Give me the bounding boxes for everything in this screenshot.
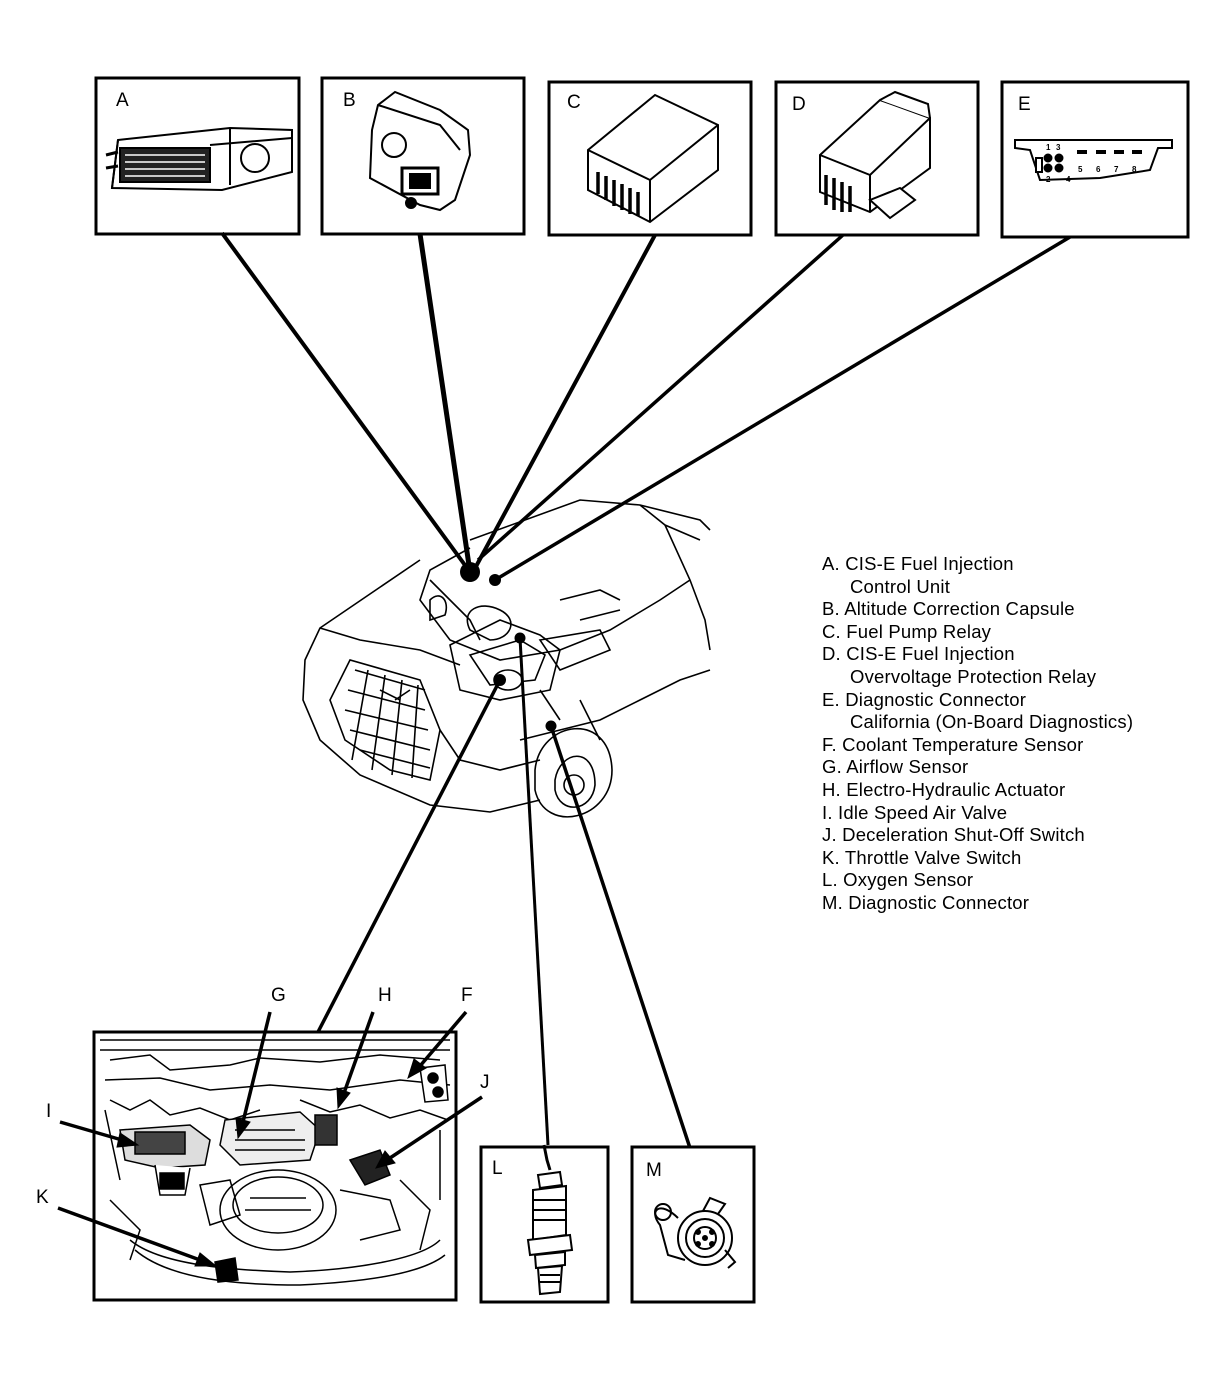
legend-a-line1: A. CIS-E Fuel Injection	[822, 553, 1014, 574]
engine-bay-box	[92, 1030, 458, 1302]
pin-8-label: 8	[1132, 165, 1137, 174]
box-m: M	[630, 1145, 756, 1304]
box-b-letter: B	[343, 90, 356, 111]
legend-g: G. Airflow Sensor	[822, 756, 969, 778]
legend-d-line2: Overvoltage Protection Relay	[850, 665, 1097, 687]
pin-2-label: 2	[1046, 175, 1051, 184]
car-illustration	[302, 499, 711, 818]
box-d-letter: D	[792, 94, 806, 115]
legend: A. CIS-E Fuel Injection Control Unit B. …	[822, 553, 1212, 915]
legend-f: F. Coolant Temperature Sensor	[822, 733, 1084, 755]
box-a-letter: A	[116, 90, 129, 111]
leader-lines-top	[220, 231, 1071, 582]
legend-k: K. Throttle Valve Switch	[822, 846, 1022, 868]
callout-h: H	[378, 985, 392, 1006]
callout-k: K	[36, 1187, 49, 1208]
diagnostic-connector-m-icon	[654, 1196, 737, 1269]
legend-i: I. Idle Speed Air Valve	[822, 801, 1008, 823]
box-e: E 1 3 5 6 7 8 2 4	[1000, 80, 1190, 239]
legend-e-line1: E. Diagnostic Connector	[822, 688, 1027, 710]
box-d: D	[774, 80, 980, 237]
callout-j: J	[480, 1072, 490, 1093]
box-l: L	[479, 1144, 610, 1304]
fuel-pump-relay-icon	[587, 93, 719, 224]
legend-a-line2: Control Unit	[850, 575, 951, 597]
box-c-letter: C	[567, 92, 581, 113]
pin-3-label: 3	[1056, 143, 1061, 152]
pin-1-label: 1	[1046, 143, 1051, 152]
legend-b: B. Altitude Correction Capsule	[822, 598, 1075, 620]
box-e-letter: E	[1018, 94, 1031, 115]
pin-7-label: 7	[1114, 165, 1119, 174]
engine-callout-arrows	[57, 1010, 483, 1267]
diagnostic-connector-e-icon	[1014, 139, 1173, 182]
legend-j: J. Deceleration Shut-Off Switch	[822, 824, 1085, 846]
box-l-letter: L	[492, 1158, 503, 1179]
legend-m: M. Diagnostic Connector	[822, 891, 1030, 913]
box-m-letter: M	[646, 1160, 662, 1181]
location-dots	[460, 562, 557, 732]
altitude-capsule-icon	[368, 90, 472, 212]
leader-lines-bottom	[316, 637, 692, 1149]
legend-e-line2: California (On-Board Diagnostics)	[850, 711, 1134, 733]
legend-c: C. Fuel Pump Relay	[822, 620, 992, 642]
legend-d-line1: D. CIS-E Fuel Injection	[822, 643, 1015, 665]
pin-4-label: 4	[1066, 175, 1071, 184]
legend-l: L. Oxygen Sensor	[822, 869, 974, 891]
box-a: A	[94, 76, 301, 236]
engine-callouts: G H F J I K	[36, 985, 490, 1208]
callout-g: G	[271, 985, 286, 1006]
callout-f: F	[461, 985, 473, 1006]
pin-6-label: 6	[1096, 165, 1101, 174]
box-b: B	[320, 76, 526, 236]
callout-i: I	[46, 1101, 51, 1122]
box-c: C	[547, 80, 753, 237]
pin-5-label: 5	[1078, 165, 1083, 174]
control-unit-icon	[105, 126, 293, 192]
oxygen-sensor-icon	[526, 1144, 574, 1296]
legend-h: H. Electro-Hydraulic Actuator	[822, 778, 1066, 800]
overvoltage-relay-icon	[819, 90, 931, 220]
